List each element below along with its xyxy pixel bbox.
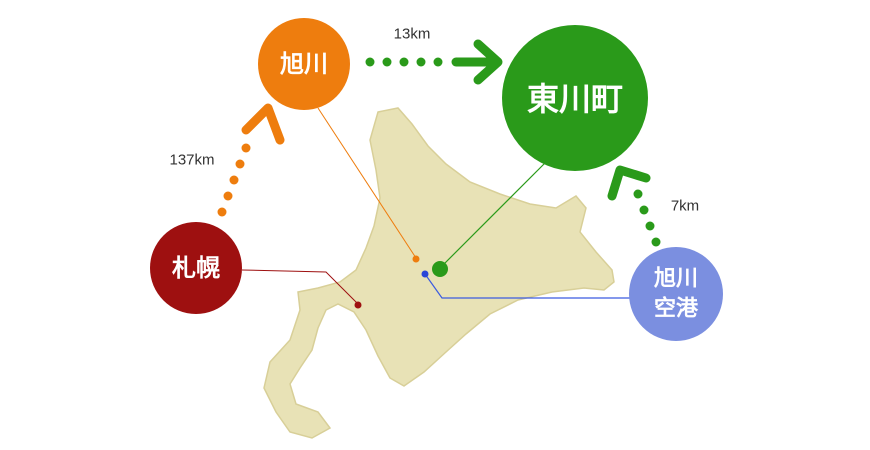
higashikawa-location-dot xyxy=(432,261,448,277)
airport-connector-line xyxy=(424,273,632,299)
distance-asahikawa-higashikawa: 13km xyxy=(394,26,431,43)
city-sapporo: 札幌 xyxy=(150,222,242,314)
city-higashikawa-label: 東川町 xyxy=(527,80,623,118)
route-asahikawa-higashikawa xyxy=(365,39,503,85)
route-sapporo-asahikawa xyxy=(217,103,285,217)
sapporo-location-dot xyxy=(354,301,362,309)
city-airport-label-line2: 空港 xyxy=(654,296,699,322)
asahikawa-connector-line xyxy=(317,107,417,259)
airport-location-dot xyxy=(421,270,429,278)
city-asahikawa-airport: 旭川 空港 xyxy=(629,247,723,341)
higashikawa-connector-line xyxy=(439,155,553,269)
city-asahikawa: 旭川 xyxy=(258,18,350,110)
sapporo-connector-line xyxy=(241,269,359,305)
city-airport-label-line1: 旭川 xyxy=(653,267,698,292)
route-airport-higashikawa xyxy=(607,165,661,247)
arrow-up-icon xyxy=(241,103,285,145)
city-asahikawa-label: 旭川 xyxy=(279,50,328,78)
city-sapporo-label: 札幌 xyxy=(171,254,220,282)
asahikawa-location-dot xyxy=(412,255,420,263)
distance-sapporo-asahikawa: 137km xyxy=(169,152,214,169)
arrow-right-icon xyxy=(473,39,503,85)
distance-airport-higashikawa: 7km xyxy=(671,198,699,215)
arrow-up-left-icon xyxy=(607,165,651,201)
city-higashikawa: 東川町 xyxy=(502,25,648,171)
